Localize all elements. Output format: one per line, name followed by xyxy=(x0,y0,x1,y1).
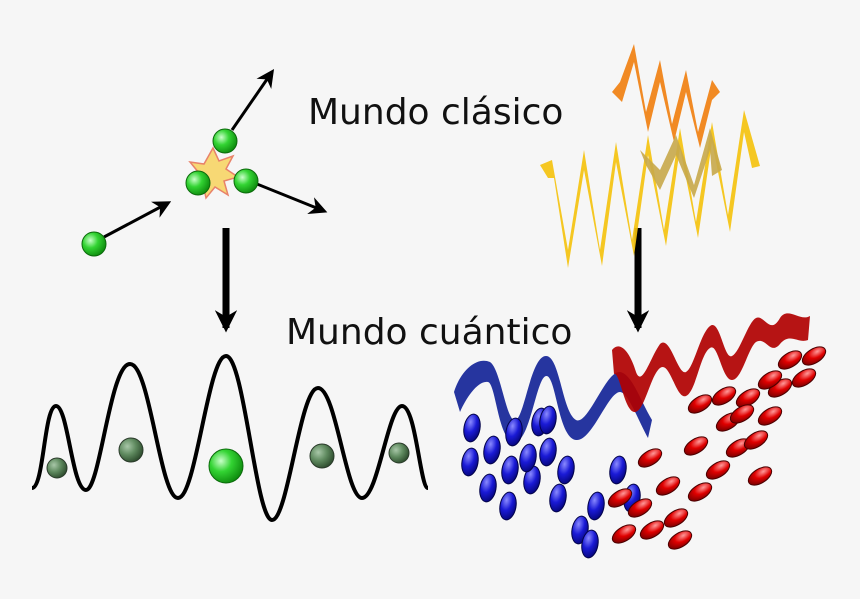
wave-mixed xyxy=(640,128,722,198)
blue-ellipse-11 xyxy=(549,483,567,513)
blue-ellipse-12 xyxy=(557,455,575,485)
quantum-waves xyxy=(454,313,810,443)
red-ellipse-16 xyxy=(791,368,817,388)
blue-ellipse-17 xyxy=(609,455,627,485)
classical-particles xyxy=(81,69,328,257)
blue-ellipse-3 xyxy=(461,447,479,477)
red-ellipse-24 xyxy=(747,466,773,486)
wave-yellow xyxy=(540,110,760,268)
blue-ellipse-1 xyxy=(463,413,481,443)
red-ellipse-2 xyxy=(655,476,681,496)
red-ellipse-8 xyxy=(639,520,665,540)
quantum-potential xyxy=(30,353,430,523)
red-ellipse-13 xyxy=(757,406,783,426)
potential-curve xyxy=(30,353,430,523)
quantum-particle-5 xyxy=(388,442,410,464)
blue-ellipse-16 xyxy=(519,443,537,473)
particle-incoming xyxy=(81,231,107,257)
blue-ellipses xyxy=(461,405,641,559)
red-ellipse-25 xyxy=(667,530,693,550)
red-ellipse-12 xyxy=(743,430,769,450)
red-ellipse-6 xyxy=(705,460,731,480)
blue-ellipse-14 xyxy=(587,491,605,521)
red-ellipse-18 xyxy=(777,350,803,370)
classical-waves xyxy=(540,44,760,268)
red-ellipse-14 xyxy=(735,388,761,408)
blue-ellipse-4 xyxy=(505,417,523,447)
quantum-world-label: Mundo cuántico xyxy=(286,312,573,353)
wave-navy xyxy=(454,356,652,443)
quantum-particle-4 xyxy=(309,443,335,469)
quantum-particle-center xyxy=(208,448,244,484)
particle-right xyxy=(233,168,259,194)
quantum-particle-2 xyxy=(118,437,144,463)
quantum-particle-1 xyxy=(46,457,68,479)
blue-ellipse-2 xyxy=(483,435,501,465)
particle-center xyxy=(185,170,211,196)
blue-ellipse-15 xyxy=(581,529,599,559)
red-ellipse-5 xyxy=(687,482,713,502)
red-ellipses xyxy=(607,346,827,550)
blue-ellipse-5 xyxy=(501,455,519,485)
red-ellipse-1 xyxy=(637,448,663,468)
red-ellipse-22 xyxy=(729,404,755,424)
red-ellipse-7 xyxy=(683,436,709,456)
motion-arrow-incoming xyxy=(103,201,172,239)
red-ellipse-17 xyxy=(801,346,827,366)
blue-ellipse-10 xyxy=(499,491,517,521)
red-ellipse-9 xyxy=(611,524,637,544)
classical-world-label: Mundo clásico xyxy=(308,92,564,133)
blue-ellipse-9 xyxy=(523,465,541,495)
red-ellipse-23 xyxy=(607,488,633,508)
particle-top xyxy=(212,128,238,154)
red-ellipse-4 xyxy=(663,508,689,528)
blue-ellipse-18 xyxy=(539,405,557,435)
blue-ellipse-8 xyxy=(539,437,557,467)
blue-ellipse-6 xyxy=(479,473,497,503)
wave-red xyxy=(612,313,810,413)
wave-orange xyxy=(612,44,720,148)
red-ellipse-21 xyxy=(687,394,713,414)
red-ellipse-20 xyxy=(711,386,737,406)
red-ellipse-3 xyxy=(627,498,653,518)
red-ellipse-19 xyxy=(757,370,783,390)
motion-arrow-up xyxy=(230,69,275,131)
motion-arrow-right xyxy=(251,180,328,214)
collision-star-icon xyxy=(187,146,240,200)
